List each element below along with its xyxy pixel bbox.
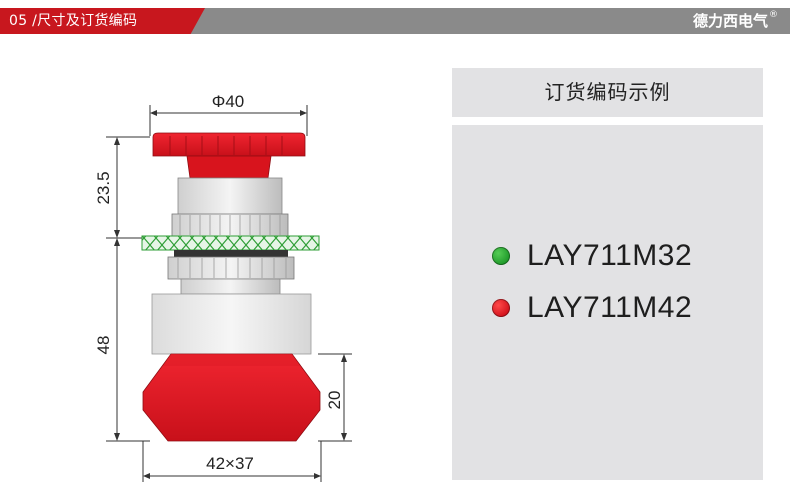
order-panel: LAY711M32 LAY711M42 — [452, 125, 763, 480]
order-panel-title: 订货编码示例 — [452, 68, 763, 117]
red-mushroom-knob — [152, 132, 306, 179]
brand-logo: 德力西电气 — [692, 12, 768, 30]
dimension-base-size — [142, 441, 322, 482]
dimension-label-lower-height: 20 — [325, 391, 344, 410]
upper-collar — [177, 177, 283, 216]
switch-body — [151, 293, 312, 355]
registered-mark: ® — [769, 10, 778, 20]
model-code: LAY711M42 — [527, 291, 693, 324]
dimension-top-width — [149, 105, 308, 136]
header-bar: 05 /尺寸及订货编码 德力西电气 ® — [0, 8, 790, 34]
dimension-label-body-height: 48 — [94, 336, 113, 355]
dimension-head-height — [106, 136, 150, 239]
green-dot-icon — [492, 247, 510, 265]
dimension-label-base-size: 42×37 — [206, 454, 254, 473]
dimension-body-height — [106, 238, 150, 442]
dimension-label-top-width: Φ40 — [212, 92, 244, 111]
dimension-lower-height — [318, 353, 352, 442]
dark-ring — [174, 250, 288, 257]
model-row-green: LAY711M32 — [492, 239, 692, 273]
model-row-red: LAY711M42 — [492, 291, 692, 325]
dimension-label-head-height: 23.5 — [94, 171, 113, 204]
neck — [180, 278, 281, 295]
header-title-tab: 05 /尺寸及订货编码 — [0, 8, 205, 34]
dimension-drawing: Φ40 23.5 48 20 42×37 — [94, 92, 352, 482]
threaded-nut — [167, 256, 295, 280]
red-contact-base — [142, 353, 321, 442]
model-code: LAY711M32 — [527, 239, 693, 272]
section-title: 05 /尺寸及订货编码 — [9, 13, 138, 29]
red-dot-icon — [492, 299, 510, 317]
